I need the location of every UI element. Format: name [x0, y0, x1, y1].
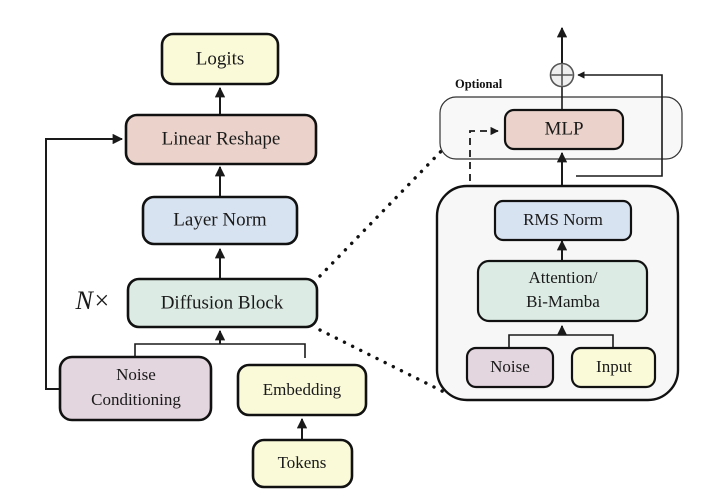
node-linear-reshape-box[interactable] [124, 113, 318, 166]
node-layer-norm-label: Layer Norm [173, 209, 267, 230]
node-tokens-box[interactable] [251, 438, 354, 489]
node-noise-conditioning-label-2: Conditioning [91, 390, 181, 409]
node-mlp-label: MLP [544, 118, 583, 139]
zoom-guide-upper [318, 138, 454, 278]
node-mlp-box[interactable] [503, 108, 625, 151]
node-embedding-box[interactable] [236, 363, 368, 417]
node-attention-bimamba-label-2: Bi-Mamba [526, 292, 600, 311]
zoom-guide-lower [318, 328, 448, 395]
node-attention-bimamba[interactable]: Attention/ Bi-Mamba [476, 259, 649, 323]
node-logits-box[interactable] [160, 32, 280, 86]
optional-group-label: Optional [455, 77, 503, 91]
node-noise-conditioning[interactable]: Noise Conditioning [58, 355, 213, 422]
node-logits-label: Logits [196, 48, 245, 69]
node-rms-norm-box[interactable] [493, 199, 633, 242]
node-embedding[interactable]: Embedding [236, 363, 368, 417]
node-noise-label: Noise [490, 357, 530, 376]
edge-conditioning-to-linear-skip [45, 133, 124, 390]
repeat-count-label: N× [75, 286, 111, 315]
node-embedding-label: Embedding [263, 380, 342, 399]
node-input-box[interactable] [570, 346, 657, 389]
node-diffusion-block[interactable]: Diffusion Block [126, 277, 319, 329]
node-logits[interactable]: Logits [160, 32, 280, 86]
node-noise-conditioning-box[interactable] [58, 355, 213, 422]
node-diffusion-block-label: Diffusion Block [161, 292, 284, 313]
node-layer-norm[interactable]: Layer Norm [141, 195, 299, 246]
node-noise-conditioning-label-1: Noise [116, 365, 156, 384]
node-rms-norm[interactable]: RMS Norm [493, 199, 633, 242]
node-attention-bimamba-label-1: Attention/ [529, 268, 598, 287]
node-diffusion-block-box[interactable] [126, 277, 319, 329]
node-tokens-label: Tokens [278, 453, 327, 472]
node-tokens[interactable]: Tokens [251, 438, 354, 489]
node-input[interactable]: Input [570, 346, 657, 389]
node-linear-reshape[interactable]: Linear Reshape [124, 113, 318, 166]
node-layer-norm-box[interactable] [141, 195, 299, 246]
edge-residual-skip [576, 71, 663, 177]
node-mlp[interactable]: MLP [503, 108, 625, 151]
node-noise[interactable]: Noise [465, 346, 555, 389]
node-noise-box[interactable] [465, 346, 555, 389]
node-rms-norm-label: RMS Norm [523, 210, 603, 229]
sum-operator [549, 62, 575, 88]
node-attention-bimamba-box[interactable] [476, 259, 649, 323]
node-input-label: Input [596, 357, 632, 376]
node-linear-reshape-label: Linear Reshape [162, 128, 281, 149]
